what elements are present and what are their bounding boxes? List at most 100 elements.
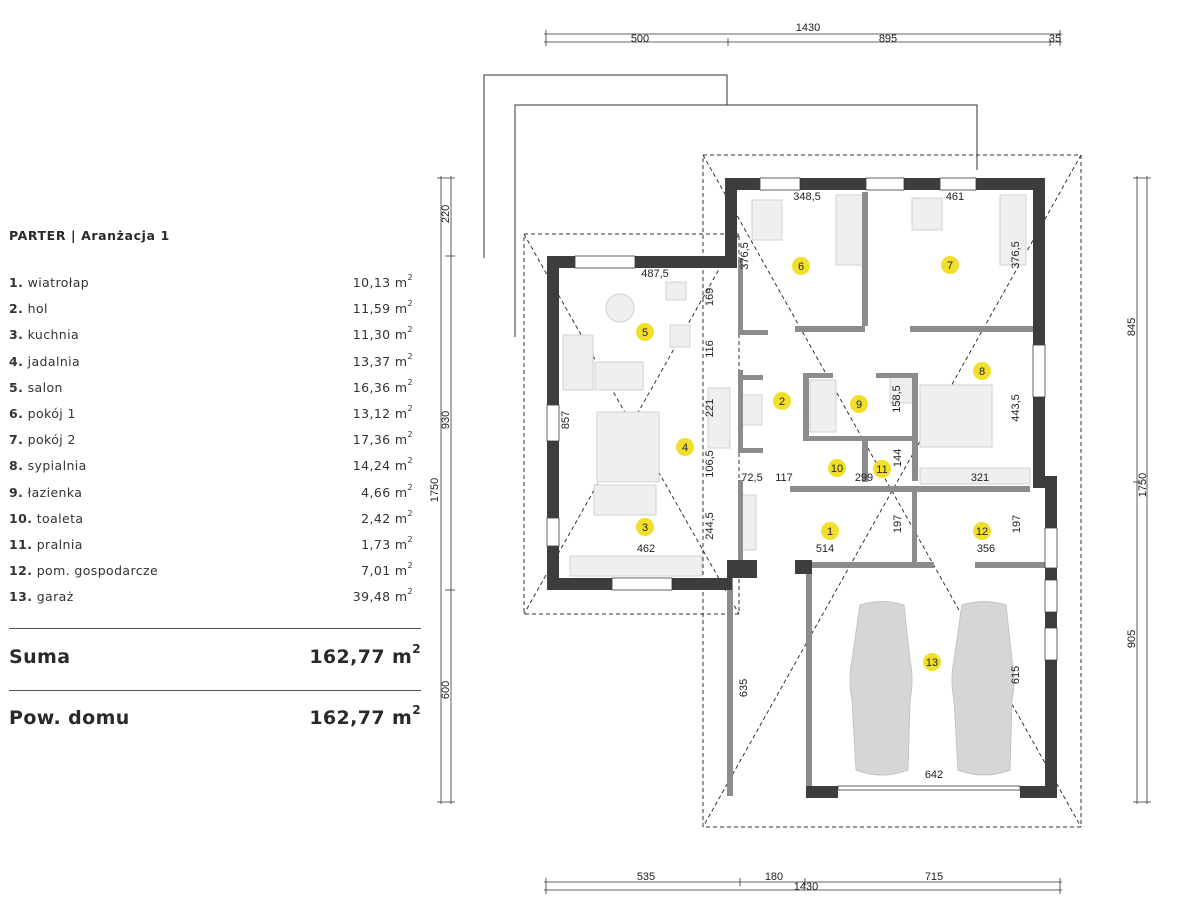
room-name: pralnia [36, 537, 83, 552]
room-marker [821, 522, 839, 540]
room-marker-label: 6 [798, 261, 804, 273]
room-marker-label: 7 [947, 260, 953, 272]
dim-interior: 376,5 [1010, 241, 1022, 269]
room-marker-label: 9 [856, 399, 862, 411]
dim-interior: 462 [637, 543, 655, 555]
dim-interior: 197 [892, 515, 904, 533]
dim-bottom-part: 715 [925, 871, 943, 883]
room-name: pokój 1 [27, 406, 76, 421]
room-number: 1. [9, 275, 24, 290]
room-area: 4,66 m2 [361, 482, 413, 500]
dim-interior: 117 [775, 472, 793, 484]
room-number: 2. [9, 301, 24, 317]
room-area: 7,01 m2 [361, 561, 413, 579]
room-marker-label: 3 [642, 522, 648, 534]
room-name: łazienka [27, 484, 83, 500]
dim-left-part: 220 [440, 205, 452, 223]
dim-interior: 356 [977, 543, 995, 555]
room-marker [973, 362, 991, 380]
room-area: 17,36 m2 [352, 430, 413, 448]
room-marker [676, 438, 694, 456]
dim-interior: 321 [971, 472, 989, 484]
room-marker [636, 518, 654, 536]
room-name: kuchnia [27, 327, 80, 343]
room-marker-label: 10 [831, 463, 843, 475]
interior-walls [727, 192, 1045, 798]
dim-left-total: 1750 [429, 478, 441, 502]
legend-divider [9, 690, 421, 691]
room-marker [792, 257, 810, 275]
sum-label: Suma [9, 646, 71, 668]
dim-interior: 244,5 [704, 512, 716, 540]
room-number: 4. [9, 353, 24, 369]
room-area: 16,36 m2 [352, 377, 413, 395]
room-name: garaż [36, 589, 74, 605]
room-marker [773, 392, 791, 410]
room-legend-row: 6. pokój 1 13,12 m2 [9, 404, 413, 426]
dim-bottom-total: 1430 [794, 881, 818, 893]
dim-bottom-part: 180 [765, 871, 783, 883]
dim-interior: 443,5 [1010, 394, 1022, 422]
dim-right-total: 1750 [1137, 473, 1149, 497]
room-marker-label: 5 [642, 327, 648, 339]
dim-interior: 857 [560, 411, 572, 429]
dim-interior: 461 [946, 191, 964, 203]
room-marker [850, 395, 868, 413]
dim-interior: 299 [855, 472, 873, 484]
room-legend-row: 10. toaleta 2,42 m2 [9, 508, 413, 531]
room-name: toaleta [36, 510, 84, 526]
room-number: 13. [9, 589, 33, 605]
dim-interior: 514 [816, 543, 834, 555]
dim-interior: 376,5 [739, 242, 751, 270]
room-marker [973, 522, 991, 540]
furniture [562, 194, 1031, 577]
legend-divider [9, 628, 421, 629]
dim-interior: 169 [704, 288, 716, 306]
room-marker-label: 13 [926, 657, 938, 669]
room-area: 13,12 m2 [352, 404, 413, 421]
top-dimension-lines [544, 30, 1062, 46]
room-number: 10. [9, 510, 33, 526]
room-name: salon [27, 379, 63, 395]
room-marker-label: 12 [976, 526, 988, 538]
room-marker-label: 1 [827, 526, 833, 538]
room-marker-label: 2 [779, 396, 785, 408]
dim-interior: 106,5 [704, 450, 716, 478]
room-marker-label: 8 [979, 366, 985, 378]
room-number: 11. [9, 537, 33, 552]
dim-interior: 615 [1010, 666, 1022, 684]
room-name: pokój 2 [27, 432, 76, 448]
room-name: wiatrołap [27, 275, 90, 290]
dim-interior: 144 [892, 449, 904, 467]
room-name: pom. gospodarcze [36, 563, 159, 579]
room-number: 7. [9, 432, 24, 448]
sum-row: Suma 162,77 m2 [9, 642, 421, 674]
dim-interior: 116 [704, 340, 716, 358]
room-area: 1,73 m2 [361, 535, 413, 552]
room-area: 2,42 m2 [361, 508, 413, 526]
sum-value: 162,77 m2 [309, 642, 421, 668]
room-name: sypialnia [27, 458, 87, 474]
legend-title: PARTER | Aranżacja 1 [9, 228, 170, 243]
house-area-row: Pow. domu 162,77 m2 [9, 703, 421, 735]
room-number: 6. [9, 406, 24, 421]
room-legend-row: 11. pralnia 1,73 m2 [9, 535, 413, 557]
dim-right-part: 905 [1126, 630, 1138, 648]
left-dimension-lines [437, 176, 455, 804]
room-name: hol [27, 301, 48, 317]
room-number: 3. [9, 327, 24, 343]
dim-bottom-part: 535 [637, 871, 655, 883]
dim-right-part: 845 [1126, 318, 1138, 336]
room-area: 13,37 m2 [352, 351, 413, 369]
bottom-dimension-lines [544, 878, 1062, 894]
dim-interior: 158,5 [891, 385, 903, 413]
room-marker [828, 459, 846, 477]
dim-top-part: 500 [631, 33, 649, 45]
